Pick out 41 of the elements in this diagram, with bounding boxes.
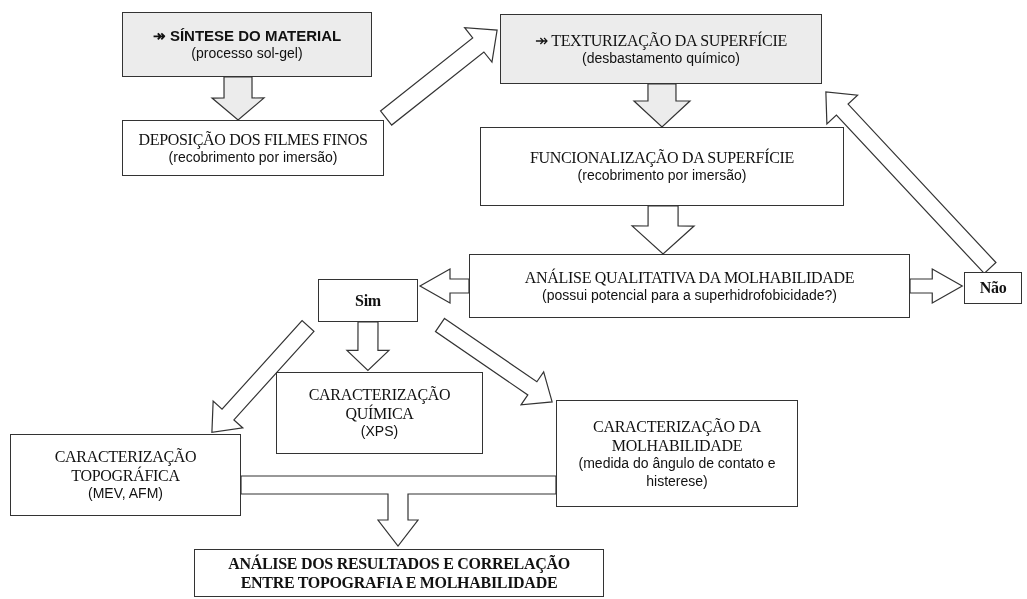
block-arrow	[379, 27, 498, 126]
process-box	[122, 120, 384, 176]
block-arrow	[632, 83, 692, 128]
process-box	[469, 254, 910, 318]
step-detail: (recobrimento por imersão)	[168, 148, 338, 167]
merging-block-arrow	[240, 475, 557, 547]
block-arrow	[434, 317, 553, 406]
decision-box	[964, 272, 1022, 304]
step-title: Não	[979, 278, 1007, 298]
step-title: CARACTERIZAÇÃO DA MOLHABILIDADE	[592, 416, 762, 456]
process-box	[480, 127, 844, 206]
block-arrow	[418, 267, 470, 305]
step-detail: (desbastamento químico)	[582, 49, 740, 68]
step-title: Sim	[355, 290, 381, 311]
step-title: CARACTERIZAÇÃO TOPOGRÁFICA	[53, 447, 198, 486]
block-arrow	[211, 319, 315, 434]
decision-box	[194, 549, 604, 597]
step-detail: (processo sol-gel)	[191, 44, 303, 63]
step-detail: (medida do ângulo de contato e histerese)	[577, 455, 777, 491]
process-box	[276, 372, 483, 454]
block-arrow	[825, 91, 997, 275]
step-title: DEPOSIÇÃO DOS FILMES FINOS	[138, 129, 368, 149]
step-detail: (MEV, AFM)	[88, 485, 163, 503]
block-arrow	[210, 76, 266, 121]
block-arrow	[909, 267, 964, 305]
decision-box	[318, 279, 418, 322]
step-title: ANÁLISE DOS RESULTADOS E CORRELAÇÃO ENTRE TOPOGRAFIA E MOLHABILIDADE	[227, 553, 571, 593]
process-box	[10, 434, 241, 516]
step-detail: (possui potencial para a superhidrofobicidade?)	[542, 286, 837, 305]
process-box	[122, 12, 372, 77]
step-detail: (recobrimento por imersão)	[577, 167, 747, 185]
block-arrow	[630, 205, 696, 255]
step-title: ANÁLISE QUALITATIVA DA MOLHABILIDADE	[524, 267, 855, 287]
step-title: CARACTERIZAÇÃO QUÍMICA	[307, 385, 452, 424]
block-arrow	[345, 321, 391, 372]
step-detail: (XPS)	[360, 423, 399, 441]
step-title: FUNCIONALIZAÇÃO DA SUPERFÍCIE	[529, 148, 795, 168]
process-box	[500, 14, 822, 84]
step-title: ↠ TEXTURIZAÇÃO DA SUPERFÍCIE	[535, 30, 787, 50]
step-title: ↠ SÍNTESE DO MATERIAL	[152, 26, 342, 45]
process-box	[556, 400, 798, 507]
